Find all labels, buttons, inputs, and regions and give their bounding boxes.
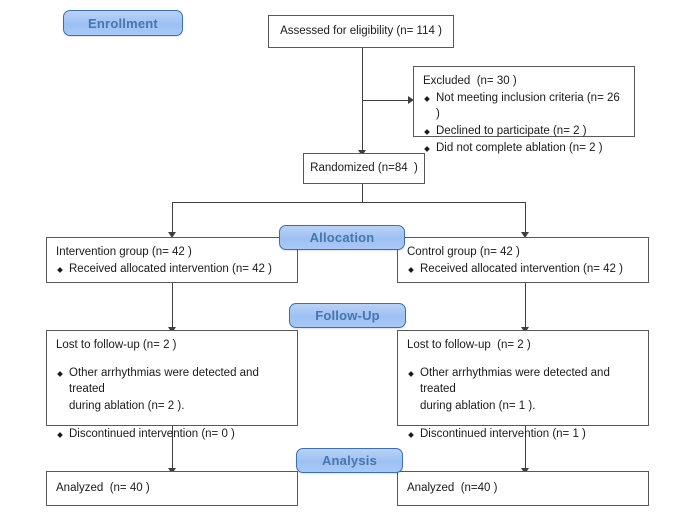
stage-badge-analysis: Analysis xyxy=(296,448,403,473)
connector-randomized-down xyxy=(362,184,363,202)
node-intervention-followup-title: Lost to follow-up (n= 2 ) xyxy=(56,339,177,351)
node-excluded-title: Excluded (n= 30 ) xyxy=(423,75,517,87)
node-control-allocation-bullets: Received allocated intervention (n= 42 ) xyxy=(407,261,639,278)
arrowhead-to-control-alloc xyxy=(521,232,529,238)
connector-trunk-to-excluded xyxy=(362,100,408,101)
node-control-followup: Lost to follow-up (n= 2 ) Other arrhythm… xyxy=(397,330,649,440)
connector-assessed-to-randomized xyxy=(362,48,363,154)
stage-badge-analysis-label: Analysis xyxy=(321,453,378,468)
node-intervention-allocation-bullets: Received allocated intervention (n= 42 ) xyxy=(56,261,288,278)
node-intervention-allocation-title: Intervention group (n= 42 ) xyxy=(56,246,192,258)
connector-intervention-alloc-to-followup xyxy=(172,283,173,330)
node-control-analysis-title: Analyzed (n=40 ) xyxy=(407,482,498,495)
connector-control-followup-to-analysis xyxy=(525,426,526,471)
list-item: Received allocated intervention (n= 42 ) xyxy=(56,261,288,278)
node-intervention-analysis-title: Analyzed (n= 40 ) xyxy=(56,482,150,495)
node-assessed-for-eligibility: Assessed for eligibility (n= 114 ) xyxy=(268,15,454,48)
list-item: Discontinued intervention (n= 1 ) xyxy=(407,426,639,443)
node-randomized-title: Randomized (n=84 ) xyxy=(310,162,418,175)
node-intervention-analysis: Analyzed (n= 40 ) xyxy=(46,471,298,506)
node-intervention-allocation: Intervention group (n= 42 ) Received all… xyxy=(46,237,298,283)
stage-badge-allocation: Allocation xyxy=(279,225,405,250)
node-control-allocation: Control group (n= 42 ) Received allocate… xyxy=(397,237,649,283)
node-intervention-followup: Lost to follow-up (n= 2 ) Other arrhythm… xyxy=(46,330,298,440)
list-item: Other arrhythmias were detected and trea… xyxy=(56,365,288,415)
connector-allocation-split xyxy=(172,202,526,203)
connector-intervention-followup-to-analysis xyxy=(172,426,173,471)
node-control-allocation-title: Control group (n= 42 ) xyxy=(407,246,520,258)
list-item: Discontinued intervention (n= 0 ) xyxy=(56,426,288,443)
connector-split-left-down xyxy=(172,202,173,235)
node-control-followup-title: Lost to follow-up (n= 2 ) xyxy=(407,339,531,351)
node-control-analysis: Analyzed (n=40 ) xyxy=(397,471,649,506)
list-item: Not meeting inclusion criteria (n= 26 ) xyxy=(423,90,625,123)
stage-badge-followup: Follow-Up xyxy=(289,303,406,328)
node-assessed-title: Assessed for eligibility (n= 114 ) xyxy=(280,25,442,38)
stage-badge-allocation-label: Allocation xyxy=(309,230,375,245)
connector-split-right-down xyxy=(525,202,526,235)
stage-badge-followup-label: Follow-Up xyxy=(315,308,380,323)
node-randomized: Randomized (n=84 ) xyxy=(303,153,425,184)
node-intervention-followup-bullets: Other arrhythmias were detected and trea… xyxy=(56,365,288,443)
list-item: Other arrhythmias were detected and trea… xyxy=(407,365,639,415)
node-excluded: Excluded (n= 30 ) Not meeting inclusion … xyxy=(413,66,635,154)
stage-badge-enrollment-label: Enrollment xyxy=(88,15,158,31)
node-control-followup-bullets: Other arrhythmias were detected and trea… xyxy=(407,365,639,443)
list-item: Did not complete ablation (n= 2 ) xyxy=(423,140,625,157)
arrowhead-to-intervention-alloc xyxy=(168,232,176,238)
connector-control-alloc-to-followup xyxy=(525,283,526,330)
list-item: Received allocated intervention (n= 42 ) xyxy=(407,261,639,278)
arrowhead-to-excluded xyxy=(408,96,414,104)
node-excluded-bullets: Not meeting inclusion criteria (n= 26 ) … xyxy=(423,90,625,157)
list-item: Declined to participate (n= 2 ) xyxy=(423,123,625,140)
stage-badge-enrollment: Enrollment xyxy=(63,10,183,36)
